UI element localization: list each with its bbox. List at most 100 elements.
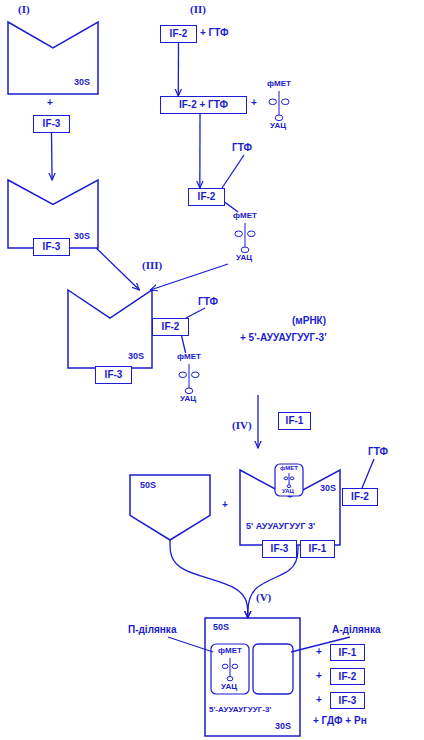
connector-arrow bbox=[178, 43, 180, 96]
trna-symbol: фМЕТУАЦ bbox=[262, 80, 296, 132]
trna-stem bbox=[279, 91, 280, 115]
annotation-label: + bbox=[222, 500, 228, 510]
factor-box: IF-2 bbox=[160, 25, 197, 43]
factor-box: IF-2 bbox=[188, 188, 225, 206]
annotation-label: + bbox=[316, 647, 322, 657]
node-text: 30S bbox=[128, 352, 144, 361]
node-text: IF-3 bbox=[271, 544, 289, 554]
node-text: IF-1 bbox=[339, 648, 357, 658]
ribosome-site-box: фМЕТ УАЦ bbox=[275, 464, 303, 496]
connector-arrow bbox=[225, 202, 238, 212]
node-text: фМЕТ bbox=[233, 212, 257, 220]
subunit-outline bbox=[130, 475, 210, 540]
site-outline bbox=[211, 644, 249, 694]
node-text: 30S bbox=[74, 232, 90, 241]
trna-loop bbox=[192, 372, 200, 378]
step-arrow bbox=[257, 395, 258, 448]
subunit-outline bbox=[8, 22, 98, 94]
factor-box: IF-3 bbox=[33, 115, 70, 133]
factor-box: IF-3 bbox=[33, 238, 70, 256]
node-text: фМЕТ bbox=[177, 353, 201, 361]
trna-loop bbox=[227, 677, 233, 681]
connector-arrow bbox=[170, 540, 248, 618]
node-text: фМЕТ bbox=[218, 647, 242, 655]
ribosome-site-box: фМЕТУАЦ bbox=[211, 644, 249, 694]
annotation-label: ГТФ bbox=[198, 297, 218, 307]
annotation-label: А-ділянка bbox=[332, 625, 380, 635]
trna-loop bbox=[185, 388, 193, 394]
node-text: IF-3 bbox=[43, 242, 61, 252]
small-subunit-shape: 30S bbox=[68, 290, 152, 368]
trna-loop bbox=[269, 99, 277, 105]
annotation-label: (мРНК) bbox=[292, 316, 326, 326]
node-text: IF-2 bbox=[198, 192, 216, 202]
factor-box: IF-2 bbox=[330, 668, 365, 685]
trna-loop bbox=[290, 477, 294, 480]
annotation-label: (IV) bbox=[232, 420, 252, 431]
trna-loop bbox=[241, 247, 249, 253]
small-subunit-shape: 30S bbox=[8, 22, 98, 94]
node-text: IF-2 bbox=[351, 492, 369, 502]
trna-loop bbox=[287, 485, 291, 488]
node-text: 5'-АУУАУГУУГ-3' bbox=[209, 706, 271, 714]
leader-line bbox=[186, 308, 205, 318]
node-text: 50S bbox=[140, 481, 156, 490]
annotation-label: (III) bbox=[142, 260, 162, 271]
factor-box: IF-2 + ГТФ bbox=[160, 96, 247, 114]
node-text: 50S bbox=[213, 623, 229, 632]
node-text: IF-2 bbox=[339, 672, 357, 682]
factor-box: IF-1 bbox=[300, 540, 335, 558]
trna-loop bbox=[235, 231, 243, 237]
node-text: IF-3 bbox=[105, 370, 123, 380]
node-text: 5' АУУАУГУУГ 3' bbox=[246, 522, 315, 531]
factor-box: IF-2 bbox=[342, 488, 378, 506]
annotation-label: ГТФ bbox=[232, 143, 252, 153]
large-subunit-shape: 50S bbox=[130, 475, 210, 540]
factor-box: IF-3 bbox=[95, 366, 132, 384]
annotation-label: + ГДФ + Рн bbox=[313, 716, 367, 726]
annotation-label: + bbox=[316, 695, 322, 705]
subunit-outline bbox=[68, 290, 152, 368]
node-text: 30S bbox=[275, 722, 291, 731]
leader-line bbox=[362, 459, 374, 488]
trna-loop bbox=[222, 664, 228, 668]
node-text: УАЦ bbox=[282, 488, 294, 494]
factor-box: IF-3 bbox=[330, 692, 365, 709]
node-text: IF-2 + ГТФ bbox=[179, 100, 228, 110]
node-text: УАЦ bbox=[180, 395, 196, 403]
trna-loop bbox=[248, 231, 256, 237]
annotation-label: (I) bbox=[18, 4, 30, 15]
annotation-label: (V) bbox=[256, 592, 271, 603]
node-text: IF-2 bbox=[162, 322, 180, 332]
node-text: фМЕТ bbox=[280, 465, 298, 471]
trna-loop bbox=[179, 372, 187, 378]
node-text: IF-1 bbox=[286, 416, 304, 426]
trna-loop bbox=[232, 664, 238, 668]
trna-symbol: фМЕТУАЦ bbox=[228, 212, 262, 264]
node-text: IF-2 bbox=[170, 29, 188, 39]
small-subunit-shape: 30S5' АУУАУГУУГ 3'фМЕТУАЦ bbox=[240, 470, 340, 545]
trna-loop bbox=[275, 115, 283, 121]
factor-box: IF-1 bbox=[278, 412, 311, 430]
node-text: IF-3 bbox=[43, 119, 61, 129]
annotation-label: + bbox=[316, 671, 322, 681]
ribosome-outline bbox=[205, 618, 300, 736]
connector-arrow bbox=[199, 114, 200, 188]
factor-box: IF-3 bbox=[262, 540, 297, 558]
trna-stem bbox=[245, 223, 246, 247]
connector-arrow bbox=[96, 248, 139, 290]
trna-loop bbox=[282, 99, 290, 105]
annotation-label: (II) bbox=[190, 4, 206, 15]
trna-symbol: фМЕТ УАЦ bbox=[172, 353, 206, 405]
node-text: IF-1 bbox=[309, 544, 327, 554]
ribosome-complex: 50S 5'-АУУАУГУУГ-3' 30S фМЕТУАЦ bbox=[205, 618, 300, 736]
annotation-label: + ГТФ bbox=[200, 28, 229, 38]
annotation-label: + bbox=[251, 98, 257, 108]
leader-line bbox=[222, 155, 244, 188]
factor-box: IF-2 bbox=[152, 318, 189, 336]
node-text: УАЦ bbox=[270, 122, 286, 130]
connector-arrow bbox=[182, 336, 186, 353]
connector-arrow bbox=[51, 133, 53, 180]
annotation-label: П-ділянка bbox=[128, 625, 176, 635]
